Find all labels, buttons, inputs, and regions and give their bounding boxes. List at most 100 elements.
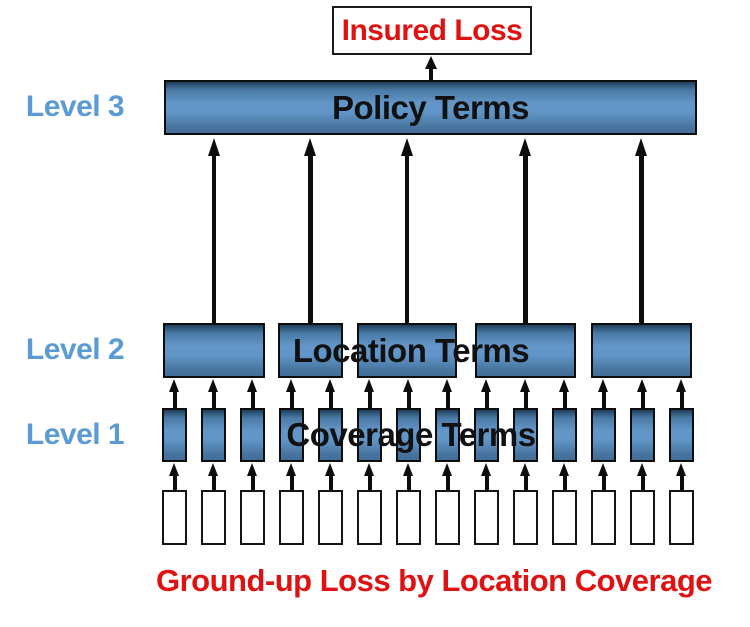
level2-to-level3-arrow-head xyxy=(304,138,316,156)
level1-to-level2-arrow-head xyxy=(325,379,335,392)
level-1-label: Level 1 xyxy=(25,418,125,451)
level2-to-level3-arrow-head xyxy=(519,138,531,156)
level1-box xyxy=(591,408,616,462)
level1-box xyxy=(201,408,226,462)
level1-box xyxy=(513,408,538,462)
level2-box xyxy=(278,323,343,378)
level1-to-level2-arrow-head xyxy=(286,379,296,392)
level2-box xyxy=(475,323,576,378)
level1-to-level2-arrow-head xyxy=(676,379,686,392)
level-2-label: Level 2 xyxy=(25,333,125,366)
ground-up-box xyxy=(357,490,382,545)
level1-to-level2-arrow-head xyxy=(559,379,569,392)
ground-up-box xyxy=(396,490,421,545)
ground-to-level1-arrow-shaft xyxy=(601,474,606,490)
level1-to-level2-arrow-shaft xyxy=(250,390,255,408)
level1-box xyxy=(552,408,577,462)
insured-loss-label: Insured Loss xyxy=(341,13,523,47)
ground-to-level1-arrow-head xyxy=(208,463,218,476)
level1-box xyxy=(435,408,460,462)
ground-to-level1-arrow-head xyxy=(520,463,530,476)
ground-to-level1-arrow-shaft xyxy=(523,474,528,490)
level2-to-level3-arrow-shaft xyxy=(211,154,217,323)
level1-to-level2-arrow-head xyxy=(208,379,218,392)
ground-to-level1-arrow-head xyxy=(325,463,335,476)
ground-to-level1-arrow-shaft xyxy=(484,474,489,490)
ground-up-box xyxy=(435,490,460,545)
level1-to-level2-arrow-head xyxy=(403,379,413,392)
ground-to-level1-arrow-head xyxy=(364,463,374,476)
level2-to-level3-arrow-shaft xyxy=(308,154,313,323)
ground-to-level1-arrow-head xyxy=(598,463,608,476)
level2-box xyxy=(163,323,265,378)
level1-to-level2-arrow-head xyxy=(520,379,530,392)
policy-terms-box: Policy Terms xyxy=(164,80,697,135)
ground-to-level1-arrow-shaft xyxy=(328,474,333,490)
ground-to-level1-arrow-head xyxy=(676,463,686,476)
ground-to-level1-arrow-shaft xyxy=(172,474,177,490)
level1-to-level2-arrow-head xyxy=(442,379,452,392)
level1-box xyxy=(396,408,421,462)
level1-to-level2-arrow-head xyxy=(598,379,608,392)
coverage-terms-label: Coverage Terms xyxy=(286,416,536,453)
level1-box xyxy=(474,408,499,462)
level1-to-level2-arrow-shaft xyxy=(562,390,567,408)
ground-to-level1-arrow-head xyxy=(169,463,179,476)
level1-to-level2-arrow-shaft xyxy=(211,390,216,408)
ground-up-box xyxy=(669,490,694,545)
level1-to-level2-arrow-shaft xyxy=(640,390,645,408)
location-terms-label: Location Terms xyxy=(292,332,530,369)
ground-to-level1-arrow-shaft xyxy=(679,474,684,490)
level-3-label: Level 3 xyxy=(25,90,125,123)
ground-up-box xyxy=(513,490,538,545)
level2-to-level3-arrow-head xyxy=(400,138,413,156)
insured-arrow-shaft xyxy=(429,67,433,80)
ground-to-level1-arrow-shaft xyxy=(406,474,411,490)
level1-to-level2-arrow-shaft xyxy=(523,390,528,408)
level1-box xyxy=(357,408,382,462)
ground-to-level1-arrow-shaft xyxy=(562,474,567,490)
level1-to-level2-arrow-shaft xyxy=(328,390,333,408)
level1-box xyxy=(162,408,187,462)
level1-to-level2-arrow-shaft xyxy=(601,390,606,408)
policy-terms-label: Policy Terms xyxy=(332,88,529,126)
ground-to-level1-arrow-head xyxy=(559,463,569,476)
level1-to-level2-arrow-shaft xyxy=(445,390,450,408)
ground-to-level1-arrow-shaft xyxy=(640,474,645,490)
level2-to-level3-arrow-shaft xyxy=(404,154,410,323)
ground-to-level1-arrow-head xyxy=(286,463,296,476)
level2-to-level3-arrow-head xyxy=(635,138,647,156)
level1-to-level2-arrow-shaft xyxy=(172,390,177,408)
level1-to-level2-arrow-shaft xyxy=(406,390,411,408)
ground-up-caption: Ground-up Loss by Location Coverage xyxy=(155,563,713,598)
level2-to-level3-arrow-head xyxy=(207,138,220,156)
insured-loss-box: Insured Loss xyxy=(332,6,532,55)
ground-up-box xyxy=(201,490,226,545)
level2-box xyxy=(357,323,457,378)
level1-to-level2-arrow-shaft xyxy=(679,390,684,408)
ground-to-level1-arrow-head xyxy=(637,463,647,476)
ground-to-level1-arrow-shaft xyxy=(367,474,372,490)
level1-box xyxy=(240,408,265,462)
level1-to-level2-arrow-head xyxy=(481,379,491,392)
level1-box xyxy=(669,408,694,462)
ground-to-level1-arrow-head xyxy=(481,463,491,476)
level2-box xyxy=(591,323,692,378)
ground-to-level1-arrow-head xyxy=(442,463,452,476)
ground-up-box xyxy=(630,490,655,545)
ground-up-box xyxy=(591,490,616,545)
level1-box xyxy=(630,408,655,462)
ground-to-level1-arrow-shaft xyxy=(211,474,216,490)
level1-to-level2-arrow-head xyxy=(247,379,257,392)
level2-to-level3-arrow-shaft xyxy=(523,154,528,323)
ground-to-level1-arrow-head xyxy=(403,463,413,476)
level1-box xyxy=(279,408,304,462)
ground-up-box xyxy=(279,490,304,545)
level2-to-level3-arrow-shaft xyxy=(639,154,644,323)
level1-to-level2-arrow-head xyxy=(637,379,647,392)
ground-up-box xyxy=(240,490,265,545)
ground-to-level1-arrow-head xyxy=(247,463,257,476)
level1-to-level2-arrow-head xyxy=(169,379,179,392)
ground-up-box xyxy=(552,490,577,545)
